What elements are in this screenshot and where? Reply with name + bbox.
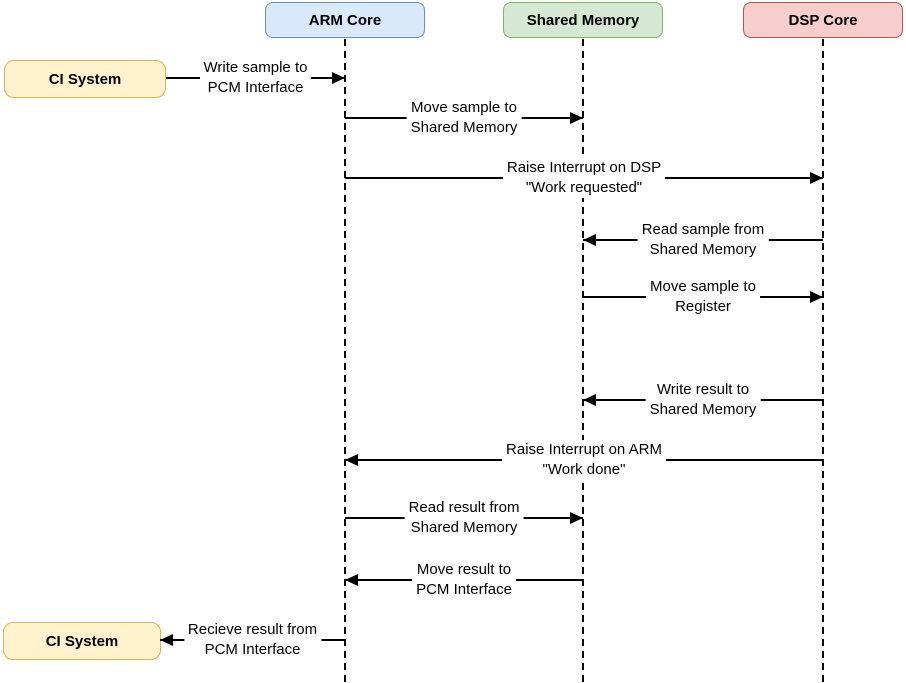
- ci-system-box-top: CI System: [4, 60, 166, 98]
- lifeline-shared-memory: [582, 39, 584, 683]
- message-label: Recieve result from PCM Interface: [183, 620, 322, 660]
- arrowhead-left-icon: [345, 574, 358, 586]
- arrowhead-left-icon: [583, 234, 596, 246]
- arrowhead-right-icon: [570, 112, 583, 124]
- arrowhead-left-icon: [583, 394, 596, 406]
- lifeline-dsp-core: [822, 39, 824, 683]
- ci-system-box-bottom: CI System: [3, 622, 161, 660]
- message-label: Read result from Shared Memory: [404, 498, 524, 538]
- arrowhead-left-icon: [345, 454, 358, 466]
- lifeline-arm-core: [344, 39, 346, 683]
- message-label: Raise Interrupt on ARM "Work done": [502, 440, 666, 480]
- message-label: Raise Interrupt on DSP "Work requested": [502, 158, 666, 198]
- actor-arm-core: ARM Core: [265, 2, 425, 38]
- message-label: Write result to Shared Memory: [645, 380, 761, 420]
- arrowhead-right-icon: [810, 291, 823, 303]
- message-label: Write sample to PCM Interface: [199, 58, 312, 98]
- arrowhead-left-icon: [160, 634, 173, 646]
- ci-system-top-label: CI System: [48, 70, 122, 88]
- actor-dsp-core-label: DSP Core: [788, 11, 858, 29]
- actor-shared-memory-label: Shared Memory: [526, 11, 640, 29]
- actor-dsp-core: DSP Core: [743, 2, 903, 38]
- message-label: Move result to PCM Interface: [412, 560, 516, 600]
- actor-shared-memory: Shared Memory: [503, 2, 663, 38]
- arrowhead-right-icon: [570, 512, 583, 524]
- arrowhead-right-icon: [332, 72, 345, 84]
- message-label: Move sample to Register: [646, 277, 760, 317]
- message-label: Read sample from Shared Memory: [637, 220, 769, 260]
- actor-arm-core-label: ARM Core: [308, 11, 382, 29]
- arrowhead-right-icon: [810, 172, 823, 184]
- ci-system-bottom-label: CI System: [45, 632, 119, 650]
- message-label: Move sample to Shared Memory: [406, 98, 522, 138]
